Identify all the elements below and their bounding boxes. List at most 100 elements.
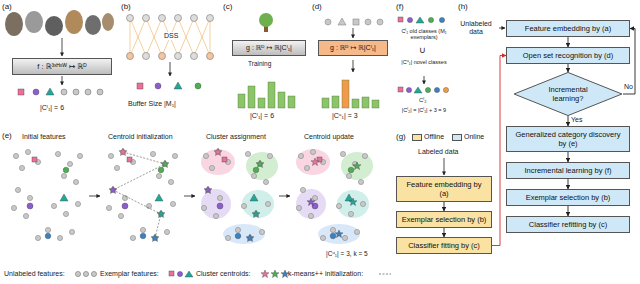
art-shape: [416, 17, 424, 23]
art-shape: [27, 157, 69, 239]
art-shape: [62, 38, 63, 56]
panel-letter: (h): [458, 2, 468, 11]
art-shape: [271, 270, 279, 278]
art-shape: [281, 270, 289, 278]
art-shape: [127, 15, 134, 22]
cluster-panel: [296, 149, 373, 244]
annotation: |Cˡ₂| = |Cˡ₁| + 3 = 9: [396, 107, 452, 113]
art-shape: [238, 94, 245, 108]
art-shape: [377, 19, 383, 25]
art-shape: [207, 53, 214, 60]
panel-letter: (d): [312, 2, 322, 11]
art-shape: [18, 89, 24, 95]
art-shape: [91, 271, 96, 276]
art-shape: [261, 270, 269, 278]
legend-swatch: [412, 134, 422, 141]
node-text: Classifier refitting by (c): [529, 220, 607, 229]
annotation: |Cˡ₁| = 6: [40, 104, 64, 112]
art-shape: [61, 89, 67, 95]
art-shape: [342, 80, 349, 108]
art-shape: [178, 18, 194, 56]
art-shape: [194, 18, 210, 56]
annotation: Cluster assignment: [206, 133, 266, 141]
art-shape: [278, 92, 285, 108]
art-shape: [217, 157, 259, 239]
tree-icon: [259, 13, 273, 32]
cluster-panel: [11, 149, 82, 240]
panel-letter: (f): [396, 2, 404, 11]
flow-connector: [568, 116, 569, 126]
art-shape: [119, 148, 127, 156]
art-shape: [33, 89, 39, 95]
network-nodes: [127, 15, 214, 60]
process-box: Classifier refitting by (c): [506, 216, 630, 233]
buffer-exemplars: [137, 82, 201, 89]
art-shape: [130, 18, 146, 56]
art-shape: [62, 76, 63, 85]
annotation: Centroid update: [304, 133, 354, 141]
art-shape: [75, 271, 80, 276]
node-text: Classifier fitting by (c): [408, 241, 480, 250]
node-text: Incremental learning?: [539, 85, 597, 103]
edge-label: No: [624, 83, 633, 91]
art-shape: [349, 198, 357, 206]
art-shape: [398, 87, 403, 92]
art-shape: [307, 198, 315, 206]
query-shapes: [325, 18, 383, 25]
annotation: DSS: [163, 32, 179, 40]
art-shape: [379, 274, 391, 275]
score-bars: [238, 82, 295, 108]
art-shape: [113, 152, 165, 238]
art-shape: [312, 157, 354, 239]
art-shape: [332, 96, 339, 108]
art-shape: [246, 234, 254, 242]
panel-letter: (c): [223, 2, 232, 11]
panel-letter: (e): [2, 131, 12, 140]
annotation: Labeled data: [418, 148, 458, 156]
legend-swatch: [452, 134, 462, 141]
process-box: Exemplar selection by (b): [506, 189, 630, 206]
annotation: Cˡ₂: [419, 97, 427, 104]
art-shape: [362, 97, 369, 108]
flow-connector: [444, 202, 445, 211]
art-shape: [191, 53, 198, 60]
art-shape: [352, 99, 359, 108]
process-box: Open set recognition by (d): [506, 47, 630, 64]
art-shape: [499, 28, 505, 29]
formula-box: g : ℝᴰ ↦ ℝ|Cˡ₁|: [232, 40, 306, 56]
art-shape: [97, 89, 103, 95]
art-shape: [322, 98, 329, 108]
art-shape: [159, 53, 166, 60]
art-shape: [406, 87, 411, 92]
art-shape: [85, 15, 101, 35]
node-text: Feature embedding by (a): [525, 24, 611, 33]
art-shape: [161, 160, 169, 168]
node-text: Generalized category discovery by (e): [511, 130, 625, 148]
annotation: Cˡ₁ old classes (M₁ exemplars): [396, 28, 452, 41]
cluster-panel: [201, 148, 278, 244]
art-shape: [365, 19, 371, 25]
art-shape: [25, 11, 43, 33]
art-shape: [279, 196, 290, 197]
art-shape: [353, 28, 354, 38]
process-box: Classifier fitting by (c): [396, 237, 492, 254]
open-set-bars: [322, 80, 379, 108]
art-shape: [268, 82, 275, 108]
annotation: |Cᵘ₁| novel classes: [396, 59, 452, 65]
legend-samples: [75, 270, 391, 278]
cluster-panel: [106, 148, 177, 242]
flow-connector: [444, 228, 445, 237]
animal-images: [5, 10, 114, 36]
art-shape: [195, 83, 201, 89]
art-shape: [191, 15, 198, 22]
art-shape: [439, 17, 444, 22]
art-shape: [143, 53, 150, 60]
art-shape: [353, 19, 359, 25]
process-box: Generalized category discovery by (e): [506, 126, 630, 152]
flow-connector: [568, 37, 569, 47]
panel-letter: (b): [121, 2, 131, 11]
art-shape: [207, 15, 214, 22]
art-shape: [146, 18, 162, 56]
annotation: k-means++ initialization:: [288, 270, 363, 278]
